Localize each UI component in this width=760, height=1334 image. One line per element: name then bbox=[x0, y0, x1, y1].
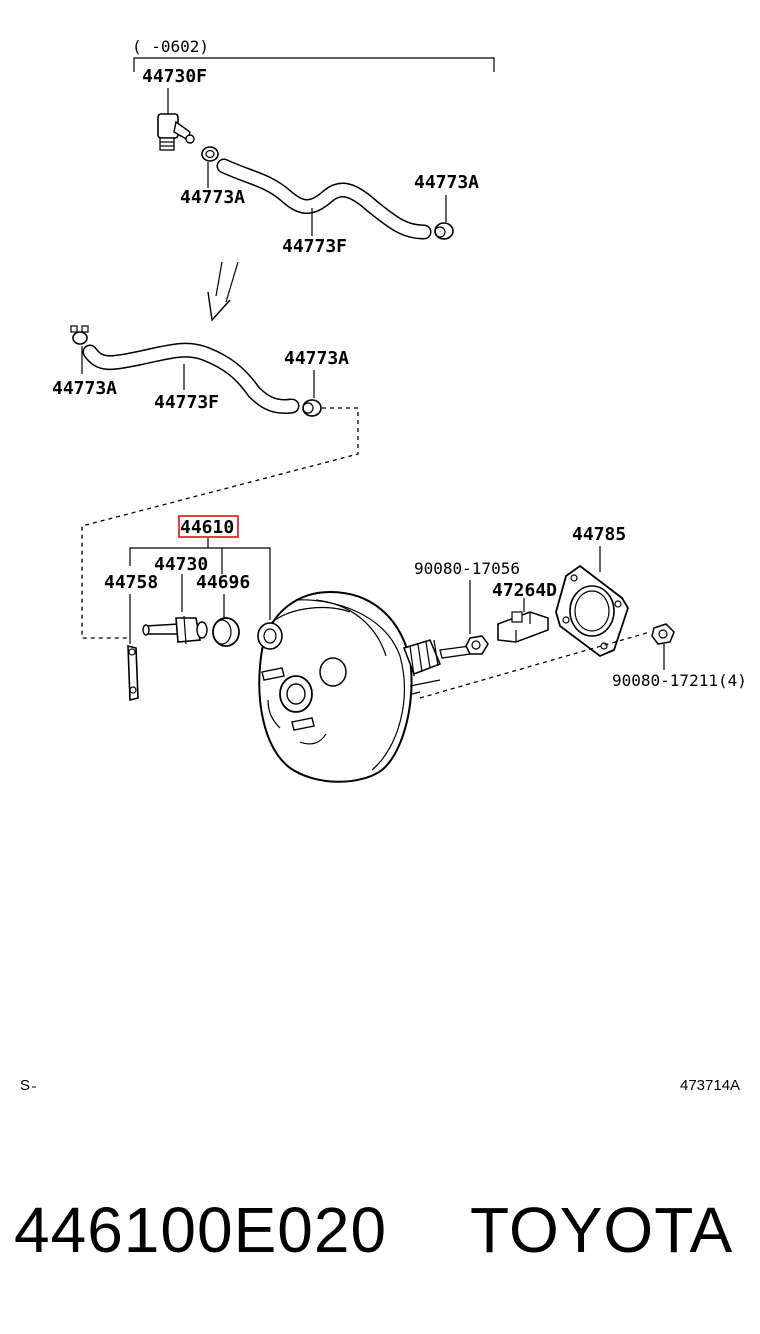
clevis-icon bbox=[497, 611, 549, 643]
union-fitting-icon bbox=[157, 113, 195, 151]
hose-clamp-icon bbox=[201, 146, 219, 162]
label-90080-17211: 90080-17211(4) bbox=[612, 671, 747, 690]
label-44785: 44785 bbox=[572, 524, 626, 545]
connection-dashed-line bbox=[81, 407, 359, 639]
group-bracket bbox=[129, 547, 271, 620]
brake-booster-icon bbox=[257, 590, 471, 783]
footer-left-code: S bbox=[20, 1077, 30, 1094]
brand-name: TOYOTA bbox=[470, 1194, 734, 1266]
label-44773f-top: 44773F bbox=[282, 236, 347, 257]
label-44773a-mid-right: 44773A bbox=[284, 348, 349, 369]
highlight-box bbox=[178, 515, 239, 538]
label-44773a-top-left: 44773A bbox=[180, 187, 245, 208]
label-44730f-top: 44730F bbox=[142, 66, 207, 87]
label-44730: 44730 bbox=[154, 554, 208, 575]
check-valve-icon bbox=[142, 615, 208, 645]
nut-icon bbox=[465, 635, 489, 655]
label-44773f-mid: 44773F bbox=[154, 392, 219, 413]
part-number: 446100E020 bbox=[14, 1194, 388, 1266]
label-44610-highlighted: 44610 bbox=[180, 517, 234, 538]
hose-clamp-icon bbox=[70, 325, 89, 345]
label-44758: 44758 bbox=[104, 572, 158, 593]
label-44696: 44696 bbox=[196, 572, 250, 593]
gasket-icon bbox=[555, 564, 629, 658]
nut-icon bbox=[651, 623, 675, 645]
date-range-bracket bbox=[133, 57, 495, 72]
hose-bracket-icon bbox=[127, 644, 139, 702]
label-44773a-mid-left: 44773A bbox=[52, 378, 117, 399]
footer-right-code: 473714A bbox=[680, 1077, 740, 1094]
hose-clamp-icon bbox=[302, 399, 322, 417]
label-90080-17056: 90080-17056 bbox=[414, 559, 520, 578]
label-47264d: 47264D bbox=[492, 580, 557, 601]
product-footer: 446100E020 TOYOTA bbox=[0, 1185, 760, 1285]
hose-clamp-icon bbox=[434, 222, 454, 240]
transition-arrow-icon bbox=[207, 261, 239, 322]
date-range-label: ( -0602) bbox=[132, 37, 209, 56]
label-44773a-top-right: 44773A bbox=[414, 172, 479, 193]
grommet-icon bbox=[212, 617, 240, 647]
